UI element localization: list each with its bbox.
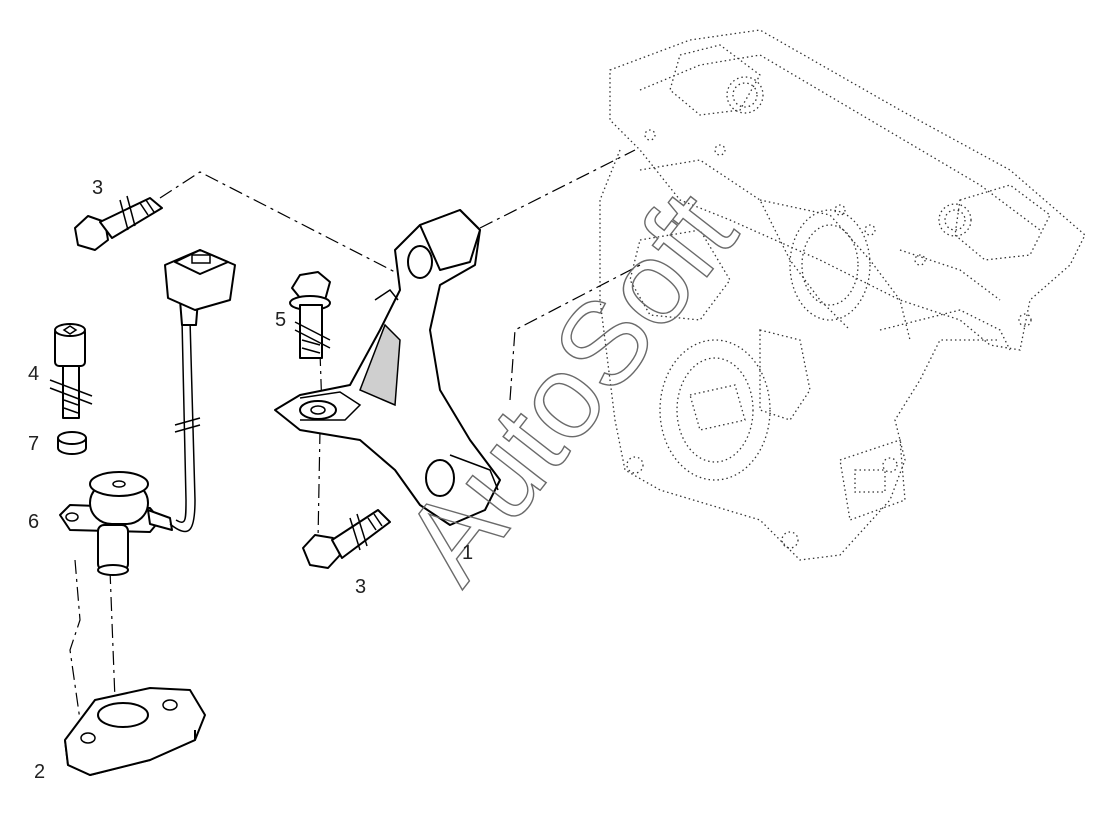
callout-5: 5 [275,309,287,331]
bolt-3-bottom [302,509,391,569]
bolt-5-flange [289,271,331,359]
bolt-3-top [74,195,163,251]
callout-2: 2 [34,761,46,783]
part-2-mounting-plate [64,687,206,776]
callout-3-top: 3 [92,177,104,199]
callout-4: 4 [28,363,40,385]
engine-block-outline [599,29,1086,561]
part-1-bracket [274,209,501,526]
callout-3-bottom: 3 [355,576,367,598]
callout-6: 6 [28,511,40,533]
part-7-o-ring [57,431,87,455]
bolt-4-socket-head [49,323,93,419]
callout-7: 7 [28,433,40,455]
part-6-sensor [59,249,236,576]
callout-1: 1 [462,542,474,564]
assembly-lines [69,149,641,721]
